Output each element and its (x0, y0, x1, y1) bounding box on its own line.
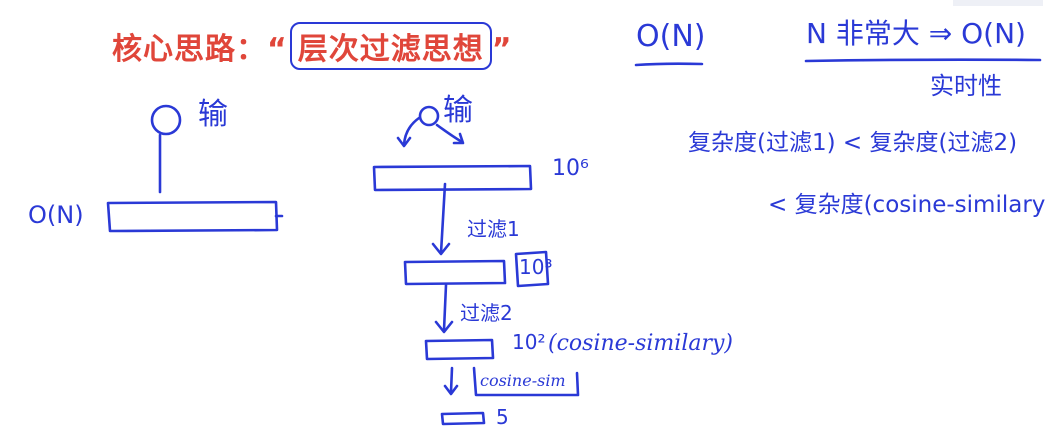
n-large-note: N 非常大 ⇒ O(N) (806, 17, 1026, 50)
filter1-label: 过滤1 (467, 217, 520, 241)
left-input-label: 输 (198, 97, 228, 132)
cosine-paren-label: (cosine-similary) (548, 331, 734, 356)
realtime-mark (930, 100, 1010, 102)
filter2-label: 过滤2 (460, 301, 513, 325)
comparison-line-1: 复杂度(过滤1) < 复杂度(过滤2) (688, 130, 1018, 156)
stage1-box (372, 164, 533, 192)
n-large-underline (804, 58, 1042, 63)
title-suffix: ” (491, 32, 513, 67)
right-input-label: 输 (443, 93, 473, 128)
final-box (440, 411, 486, 426)
pow6-label: 10⁶ (552, 156, 589, 181)
left-model-box (106, 200, 279, 233)
watermark-bar (953, 0, 1043, 6)
arrow-3 (449, 366, 454, 394)
right-input-node (418, 105, 440, 127)
pow3-label: 10³ (519, 255, 553, 279)
final-count-label: 5 (496, 405, 509, 429)
pow2-label: 10² (512, 330, 546, 354)
left-input-node (150, 104, 182, 136)
title-prefix: 核心思路：“ (112, 32, 288, 67)
realtime-note: 实时性 (930, 72, 1002, 100)
comparison-line-2: < 复杂度(cosine-similary (768, 192, 1046, 218)
arrow-2 (442, 283, 448, 332)
stage2-box (403, 259, 507, 286)
stage3-box (424, 338, 495, 361)
cosine-short-label: cosine-sim (480, 371, 566, 390)
right-curl-arrow (435, 123, 464, 144)
pow3-box (514, 250, 550, 288)
left-curl-arrow (402, 116, 421, 147)
complexity-note: O(N) (636, 19, 706, 54)
cosine-box (472, 366, 580, 397)
left-complexity-label: O(N) (28, 201, 84, 229)
page-title: 核心思路：“层次过滤思想” (112, 22, 512, 70)
arrow-1 (439, 182, 447, 255)
complexity-underline (634, 62, 704, 67)
title-highlight: 层次过滤思想 (289, 22, 492, 70)
